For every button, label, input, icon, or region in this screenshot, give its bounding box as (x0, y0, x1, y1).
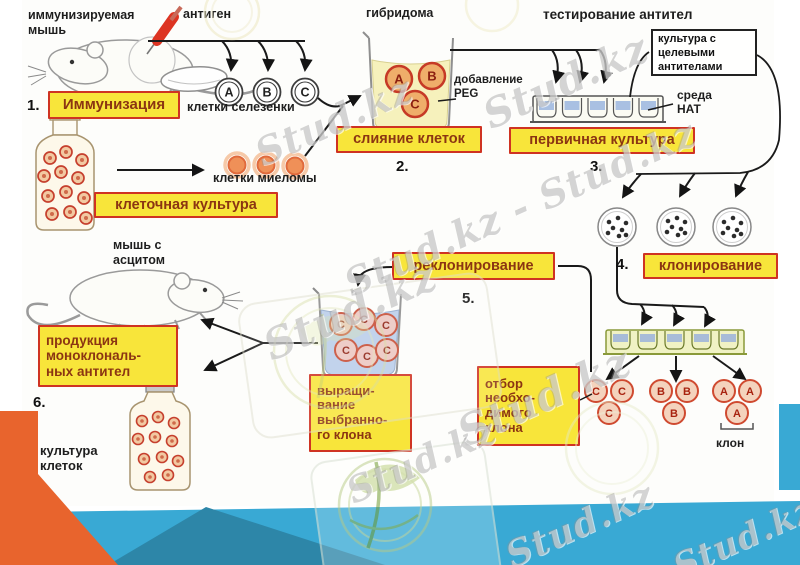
svg-text:C: C (363, 351, 371, 363)
spleen-cell-a: A (214, 77, 244, 107)
spleen-cell-c: C (290, 77, 320, 107)
cell-culture-box: клеточная культура (94, 192, 278, 218)
svg-text:C: C (383, 345, 391, 357)
svg-text:A: A (720, 386, 728, 398)
hat-medium-label: среда HAT (677, 88, 712, 117)
fusion-box: слияние клеток (336, 126, 482, 153)
svg-text:B: B (670, 408, 678, 420)
flask-culture-label: культура клеток (40, 443, 98, 474)
peg-label: добавление PEG (454, 74, 523, 100)
hybridoma-label: гибридома (366, 6, 434, 20)
clone-bracket (720, 423, 754, 430)
svg-text:C: C (337, 319, 345, 331)
production-box: продукция моноклональ- ных антител (38, 325, 178, 387)
svg-text:C: C (618, 386, 626, 398)
svg-text:A: A (224, 86, 233, 100)
petri-dishes (597, 207, 752, 247)
step-3-number: 3. (590, 158, 603, 175)
antibody-testing-label: тестирование антител (543, 7, 693, 22)
clone-cluster-b: B B B (649, 379, 699, 425)
step-2-number: 2. (396, 158, 409, 175)
syringe-icon (146, 5, 183, 55)
svg-text:A: A (746, 386, 754, 398)
clone-cluster-c: C C C (584, 379, 634, 425)
immunization-box: Иммунизация (48, 91, 180, 119)
svg-text:C: C (300, 86, 309, 100)
svg-text:B: B (427, 69, 436, 84)
primary-culture-box: первичная культура (509, 127, 695, 154)
grow-beaker: C C C C C C (312, 287, 402, 379)
clone-cluster-a: A A A (712, 379, 762, 425)
svg-text:C: C (342, 345, 350, 357)
spleen-cells-label: клетки селезенки (187, 100, 295, 114)
recloning-box: реклонирование (392, 252, 555, 280)
mouse-drawing-ascites (26, 269, 244, 335)
culture-bottle-1 (35, 113, 95, 231)
svg-text:C: C (360, 314, 368, 326)
culture-bottle-2 (129, 376, 191, 491)
fusion-beaker: A B C (362, 31, 454, 133)
svg-text:C: C (605, 408, 613, 420)
svg-text:B: B (657, 386, 665, 398)
cloning-box: клонирование (643, 253, 778, 279)
antigen-label: антиген (183, 7, 232, 21)
clone-label: клон (716, 436, 745, 450)
svg-text:C: C (382, 320, 390, 332)
ascites-mouse-label: мышь с асцитом (113, 238, 165, 267)
spleen-drawing (160, 66, 228, 92)
svg-text:C: C (410, 97, 420, 112)
svg-text:A: A (394, 72, 404, 87)
spleen-cell-b: B (252, 77, 282, 107)
select-clone-box: отбор необхо- димого клона (477, 366, 580, 446)
grow-clone-box: выращи- вание выбранно- го клона (309, 374, 412, 452)
myeloma-cells-label: клетки миеломы (213, 171, 317, 185)
svg-text:A: A (733, 408, 741, 420)
step-5-number: 5. (462, 290, 475, 307)
well-plate-primary (530, 95, 666, 123)
svg-text:B: B (262, 86, 271, 100)
step-1-number: 1. (27, 97, 40, 114)
step-6-number: 6. (33, 394, 46, 411)
immunized-mouse-label: иммунизируемая мышь (28, 8, 135, 37)
svg-text:B: B (683, 386, 691, 398)
target-antibody-culture-box: культура с целевыми антителами (651, 29, 757, 76)
well-plate-selection (603, 329, 747, 355)
myeloma-cells-drawing (223, 151, 309, 180)
svg-text:C: C (592, 386, 600, 398)
step-4-number: 4. (616, 256, 629, 273)
